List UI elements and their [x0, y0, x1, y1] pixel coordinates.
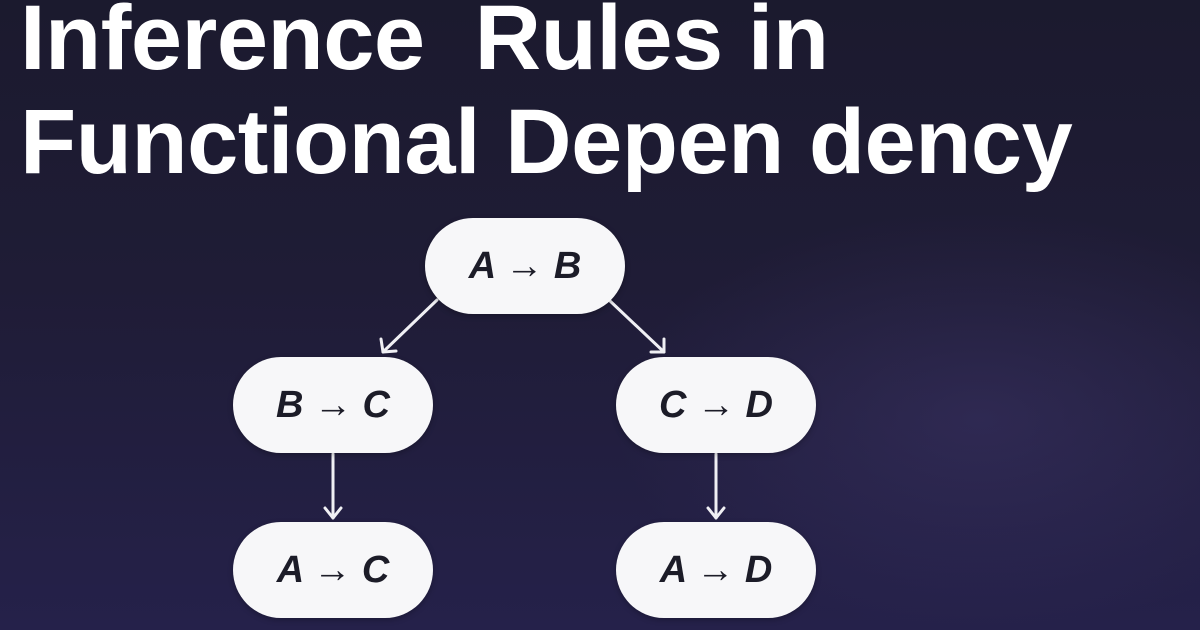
- node-a-to-c-label: A → C: [276, 548, 390, 591]
- edge-ab-to-cd: [607, 298, 666, 354]
- title-line-1: Inference Rules in: [20, 0, 829, 89]
- node-a-to-b-label: A → B: [468, 244, 582, 287]
- node-c-to-d: C → D: [616, 357, 816, 453]
- edge-bc-to-ac: [323, 452, 343, 520]
- node-a-to-d-label: A → D: [659, 548, 773, 591]
- node-a-to-b: A → B: [425, 218, 625, 314]
- node-b-to-c-label: B → C: [276, 383, 390, 426]
- title-line-2: Functional Depen dency: [20, 91, 1073, 193]
- node-b-to-c: B → C: [233, 357, 433, 453]
- node-c-to-d-label: C → D: [659, 383, 773, 426]
- node-a-to-d: A → D: [616, 522, 816, 618]
- edge-ab-to-bc: [379, 298, 439, 354]
- edge-cd-to-ad: [706, 452, 726, 520]
- node-a-to-c: A → C: [233, 522, 433, 618]
